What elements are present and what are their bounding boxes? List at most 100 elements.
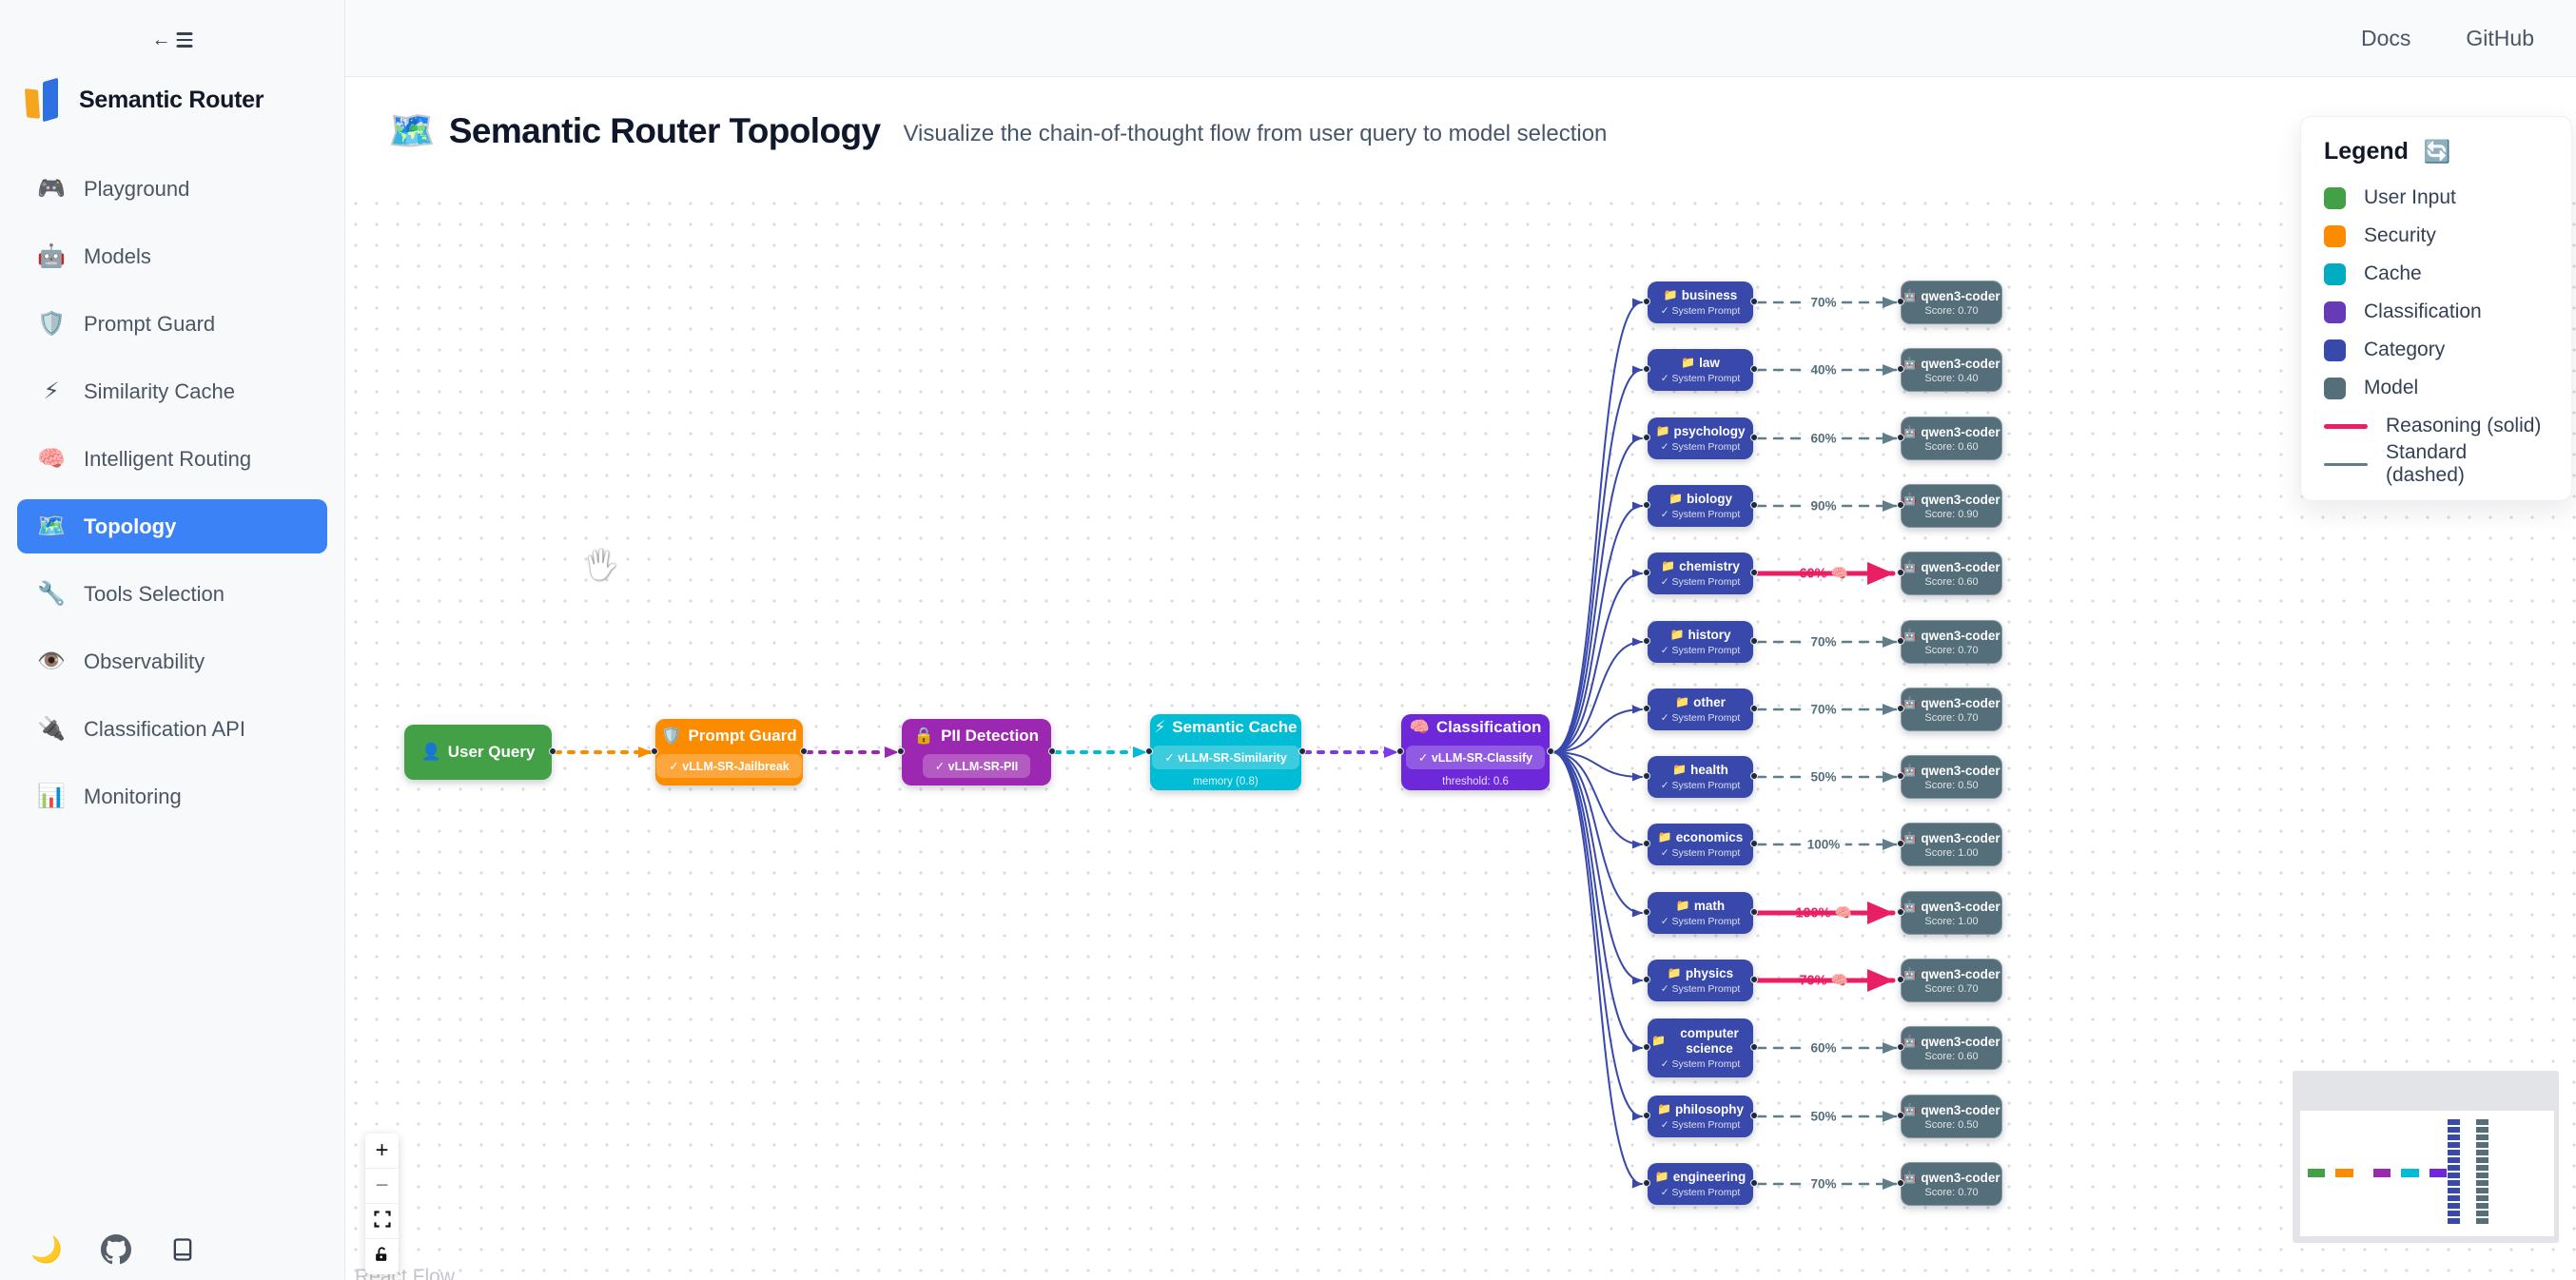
output-handle[interactable]: [1750, 705, 1758, 712]
input-handle[interactable]: [897, 747, 905, 755]
pipeline-node-pii-detection[interactable]: 🔒PII Detection ✓ vLLM-SR-PII: [897, 719, 1056, 785]
github-logo-icon[interactable]: [100, 1234, 131, 1265]
category-node-computer-science[interactable]: 📁computer science ✓ System Prompt: [1643, 1018, 1758, 1077]
output-handle[interactable]: [1750, 1043, 1758, 1051]
model-node-computer-science[interactable]: 🤖qwen3-coder Score: 0.60: [1897, 1026, 2002, 1070]
legend-refresh-icon[interactable]: 🔄: [2423, 139, 2451, 164]
input-handle[interactable]: [1897, 298, 1904, 305]
input-handle[interactable]: [1897, 1179, 1904, 1187]
input-handle[interactable]: [1897, 637, 1904, 645]
category-node-other[interactable]: 📁other ✓ System Prompt: [1643, 688, 1758, 730]
input-handle[interactable]: [1396, 747, 1404, 755]
model-node-biology[interactable]: 🤖qwen3-coder Score: 0.90: [1897, 484, 2002, 528]
output-handle[interactable]: [1750, 1179, 1758, 1187]
input-handle[interactable]: [1643, 298, 1650, 305]
model-node-philosophy[interactable]: 🤖qwen3-coder Score: 0.50: [1897, 1095, 2002, 1138]
zoom-in-button[interactable]: +: [365, 1134, 399, 1169]
model-node-engineering[interactable]: 🤖qwen3-coder Score: 0.70: [1897, 1162, 2002, 1206]
input-handle[interactable]: [1897, 705, 1904, 712]
category-node-chemistry[interactable]: 📁chemistry ✓ System Prompt: [1643, 553, 1758, 594]
sidebar-item-prompt-guard[interactable]: 🛡️ Prompt Guard: [17, 297, 327, 351]
input-handle[interactable]: [1897, 976, 1904, 983]
category-node-engineering[interactable]: 📁engineering ✓ System Prompt: [1643, 1163, 1758, 1205]
flow-canvas[interactable]: 🗺️ Semantic Router Topology Visualize th…: [345, 77, 2576, 1280]
input-handle[interactable]: [1643, 434, 1650, 441]
category-node-physics[interactable]: 📁physics ✓ System Prompt: [1643, 960, 1758, 1001]
output-handle[interactable]: [800, 747, 808, 755]
sidebar-item-models[interactable]: 🤖 Models: [17, 229, 327, 283]
input-handle[interactable]: [1897, 772, 1904, 780]
input-handle[interactable]: [1643, 637, 1650, 645]
sidebar-item-playground[interactable]: 🎮 Playground: [17, 162, 327, 216]
input-handle[interactable]: [1897, 434, 1904, 441]
output-handle[interactable]: [1750, 298, 1758, 305]
output-handle[interactable]: [1750, 434, 1758, 441]
model-node-history[interactable]: 🤖qwen3-coder Score: 0.70: [1897, 620, 2002, 664]
model-node-psychology[interactable]: 🤖qwen3-coder Score: 0.60: [1897, 417, 2002, 460]
sidebar-item-intelligent-routing[interactable]: 🧠 Intelligent Routing: [17, 432, 327, 486]
category-node-history[interactable]: 📁history ✓ System Prompt: [1643, 621, 1758, 663]
top-link-docs[interactable]: Docs: [2361, 25, 2411, 50]
model-node-law[interactable]: 🤖qwen3-coder Score: 0.40: [1897, 348, 2002, 392]
lock-button[interactable]: [365, 1239, 399, 1274]
model-node-health[interactable]: 🤖qwen3-coder Score: 0.50: [1897, 755, 2002, 799]
output-handle[interactable]: [1750, 569, 1758, 576]
top-link-github[interactable]: GitHub: [2466, 25, 2534, 50]
input-handle[interactable]: [1643, 1043, 1650, 1051]
category-node-biology[interactable]: 📁biology ✓ System Prompt: [1643, 485, 1758, 527]
input-handle[interactable]: [1145, 747, 1153, 755]
input-handle[interactable]: [1897, 1112, 1904, 1119]
sidebar-item-classification-api[interactable]: 🔌 Classification API: [17, 702, 327, 756]
output-handle[interactable]: [549, 747, 556, 755]
output-handle[interactable]: [1750, 365, 1758, 373]
output-handle[interactable]: [1750, 976, 1758, 983]
model-node-math[interactable]: 🤖qwen3-coder Score: 1.00: [1897, 891, 2002, 935]
fit-view-button[interactable]: [365, 1204, 399, 1239]
input-handle[interactable]: [1643, 705, 1650, 712]
model-node-economics[interactable]: 🤖qwen3-coder Score: 1.00: [1897, 823, 2002, 866]
input-handle[interactable]: [1643, 840, 1650, 847]
model-node-chemistry[interactable]: 🤖qwen3-coder Score: 0.60: [1897, 552, 2002, 595]
category-node-business[interactable]: 📁business ✓ System Prompt: [1643, 281, 1758, 323]
zoom-out-button[interactable]: −: [365, 1169, 399, 1204]
output-handle[interactable]: [1750, 772, 1758, 780]
input-handle[interactable]: [1643, 1112, 1650, 1119]
docs-book-icon[interactable]: [169, 1235, 196, 1264]
output-handle[interactable]: [1048, 747, 1056, 755]
theme-toggle-moon-icon[interactable]: 🌙: [30, 1235, 63, 1264]
output-handle[interactable]: [1750, 908, 1758, 916]
model-node-other[interactable]: 🤖qwen3-coder Score: 0.70: [1897, 688, 2002, 731]
pipeline-node-semantic-cache[interactable]: ⚡Semantic Cache ✓ vLLM-SR-Similarity mem…: [1145, 714, 1306, 790]
output-handle[interactable]: [1750, 1112, 1758, 1119]
category-node-math[interactable]: 📁math ✓ System Prompt: [1643, 892, 1758, 934]
output-handle[interactable]: [1750, 501, 1758, 509]
pipeline-node-user-query[interactable]: 👤User Query: [404, 725, 556, 780]
output-handle[interactable]: [1750, 840, 1758, 847]
input-handle[interactable]: [1643, 772, 1650, 780]
input-handle[interactable]: [1643, 365, 1650, 373]
category-node-philosophy[interactable]: 📁philosophy ✓ System Prompt: [1643, 1096, 1758, 1137]
sidebar-item-observability[interactable]: 👁️ Observability: [17, 634, 327, 688]
sidebar-collapse-button[interactable]: ←: [152, 30, 193, 49]
output-handle[interactable]: [1547, 747, 1554, 755]
model-node-business[interactable]: 🤖qwen3-coder Score: 0.70: [1897, 281, 2002, 324]
output-handle[interactable]: [1750, 637, 1758, 645]
model-node-physics[interactable]: 🤖qwen3-coder Score: 0.70: [1897, 959, 2002, 1002]
input-handle[interactable]: [1897, 840, 1904, 847]
input-handle[interactable]: [1897, 569, 1904, 576]
sidebar-item-similarity-cache[interactable]: ⚡ Similarity Cache: [17, 364, 327, 418]
category-node-psychology[interactable]: 📁psychology ✓ System Prompt: [1643, 417, 1758, 459]
input-handle[interactable]: [1643, 976, 1650, 983]
input-handle[interactable]: [1897, 501, 1904, 509]
input-handle[interactable]: [1643, 569, 1650, 576]
input-handle[interactable]: [1897, 1043, 1904, 1051]
sidebar-item-tools-selection[interactable]: 🔧 Tools Selection: [17, 567, 327, 621]
input-handle[interactable]: [651, 747, 658, 755]
input-handle[interactable]: [1643, 501, 1650, 509]
output-handle[interactable]: [1298, 747, 1306, 755]
category-node-health[interactable]: 📁health ✓ System Prompt: [1643, 756, 1758, 798]
minimap[interactable]: [2293, 1071, 2559, 1243]
input-handle[interactable]: [1643, 908, 1650, 916]
input-handle[interactable]: [1897, 908, 1904, 916]
pipeline-node-prompt-guard[interactable]: 🛡️Prompt Guard ✓ vLLM-SR-Jailbreak: [651, 719, 808, 785]
